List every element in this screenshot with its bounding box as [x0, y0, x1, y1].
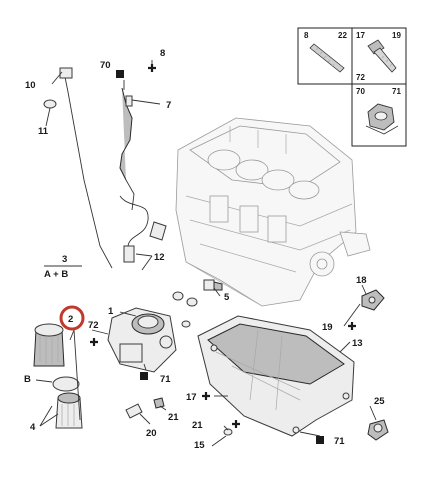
callout-72: 72 — [88, 320, 99, 331]
inset-22: 22 — [338, 31, 347, 40]
washer-bolt — [223, 428, 233, 436]
callouts: 10 11 70 8 7 3 A + B 12 5 1 2 72 18 19 1… — [24, 48, 385, 451]
oil-pressure-switch — [203, 279, 223, 291]
callout-71-lower: 71 — [334, 436, 345, 447]
dipstick-guide-tube — [119, 87, 135, 211]
callout-1: 1 — [108, 306, 114, 317]
callout-25: 25 — [374, 396, 385, 407]
callout-20: 20 — [146, 428, 157, 439]
inset-8: 8 — [304, 31, 309, 40]
oil-level-sensor — [119, 195, 167, 263]
callout-b: B — [24, 374, 31, 385]
dipstick — [43, 67, 113, 269]
callout-2: 2 — [68, 314, 73, 325]
callout-19: 19 — [322, 322, 333, 333]
filter-seal-ring — [52, 376, 80, 392]
callout-a-plus-b: A + B — [44, 269, 68, 280]
callout-21-right: 21 — [192, 420, 203, 431]
marker-symbols — [90, 64, 356, 444]
callout-3: 3 — [62, 254, 67, 265]
callout-5: 5 — [224, 292, 230, 303]
inset-72: 72 — [356, 73, 365, 82]
callout-71-upper: 71 — [160, 374, 171, 385]
leader-lines — [35, 60, 377, 447]
engine-block — [175, 117, 371, 307]
drain-plug — [367, 419, 389, 441]
oil-filter-cap — [33, 323, 65, 367]
inset-17: 17 — [356, 31, 365, 40]
small-seals — [172, 291, 198, 328]
callout-12: 12 — [154, 252, 165, 263]
callout-18: 18 — [356, 275, 367, 286]
temperature-sensor — [125, 397, 165, 419]
camshaft-sensor — [361, 289, 385, 311]
inset-70: 70 — [356, 87, 365, 96]
callout-15: 15 — [194, 440, 205, 451]
callout-70: 70 — [100, 60, 111, 71]
fastener-inset: 8 22 17 19 72 70 71 — [297, 27, 407, 147]
inset-71: 71 — [392, 87, 401, 96]
callout-17: 17 — [186, 392, 197, 403]
callout-8: 8 — [160, 48, 165, 59]
flange-bolt-icon — [367, 39, 397, 73]
oil-sump — [197, 315, 355, 437]
callout-4: 4 — [30, 422, 36, 433]
callout-10: 10 — [25, 80, 36, 91]
stud-bolt-icon — [309, 43, 345, 73]
filter-cartridge — [55, 392, 83, 429]
inset-19: 19 — [392, 31, 401, 40]
oil-filter-housing — [107, 307, 177, 373]
callout-21-left: 21 — [168, 412, 179, 423]
flange-nut-icon — [365, 103, 399, 135]
callout-13: 13 — [352, 338, 363, 349]
callout-11: 11 — [38, 126, 49, 137]
highlight-ring — [59, 305, 85, 331]
callout-7: 7 — [166, 100, 171, 111]
